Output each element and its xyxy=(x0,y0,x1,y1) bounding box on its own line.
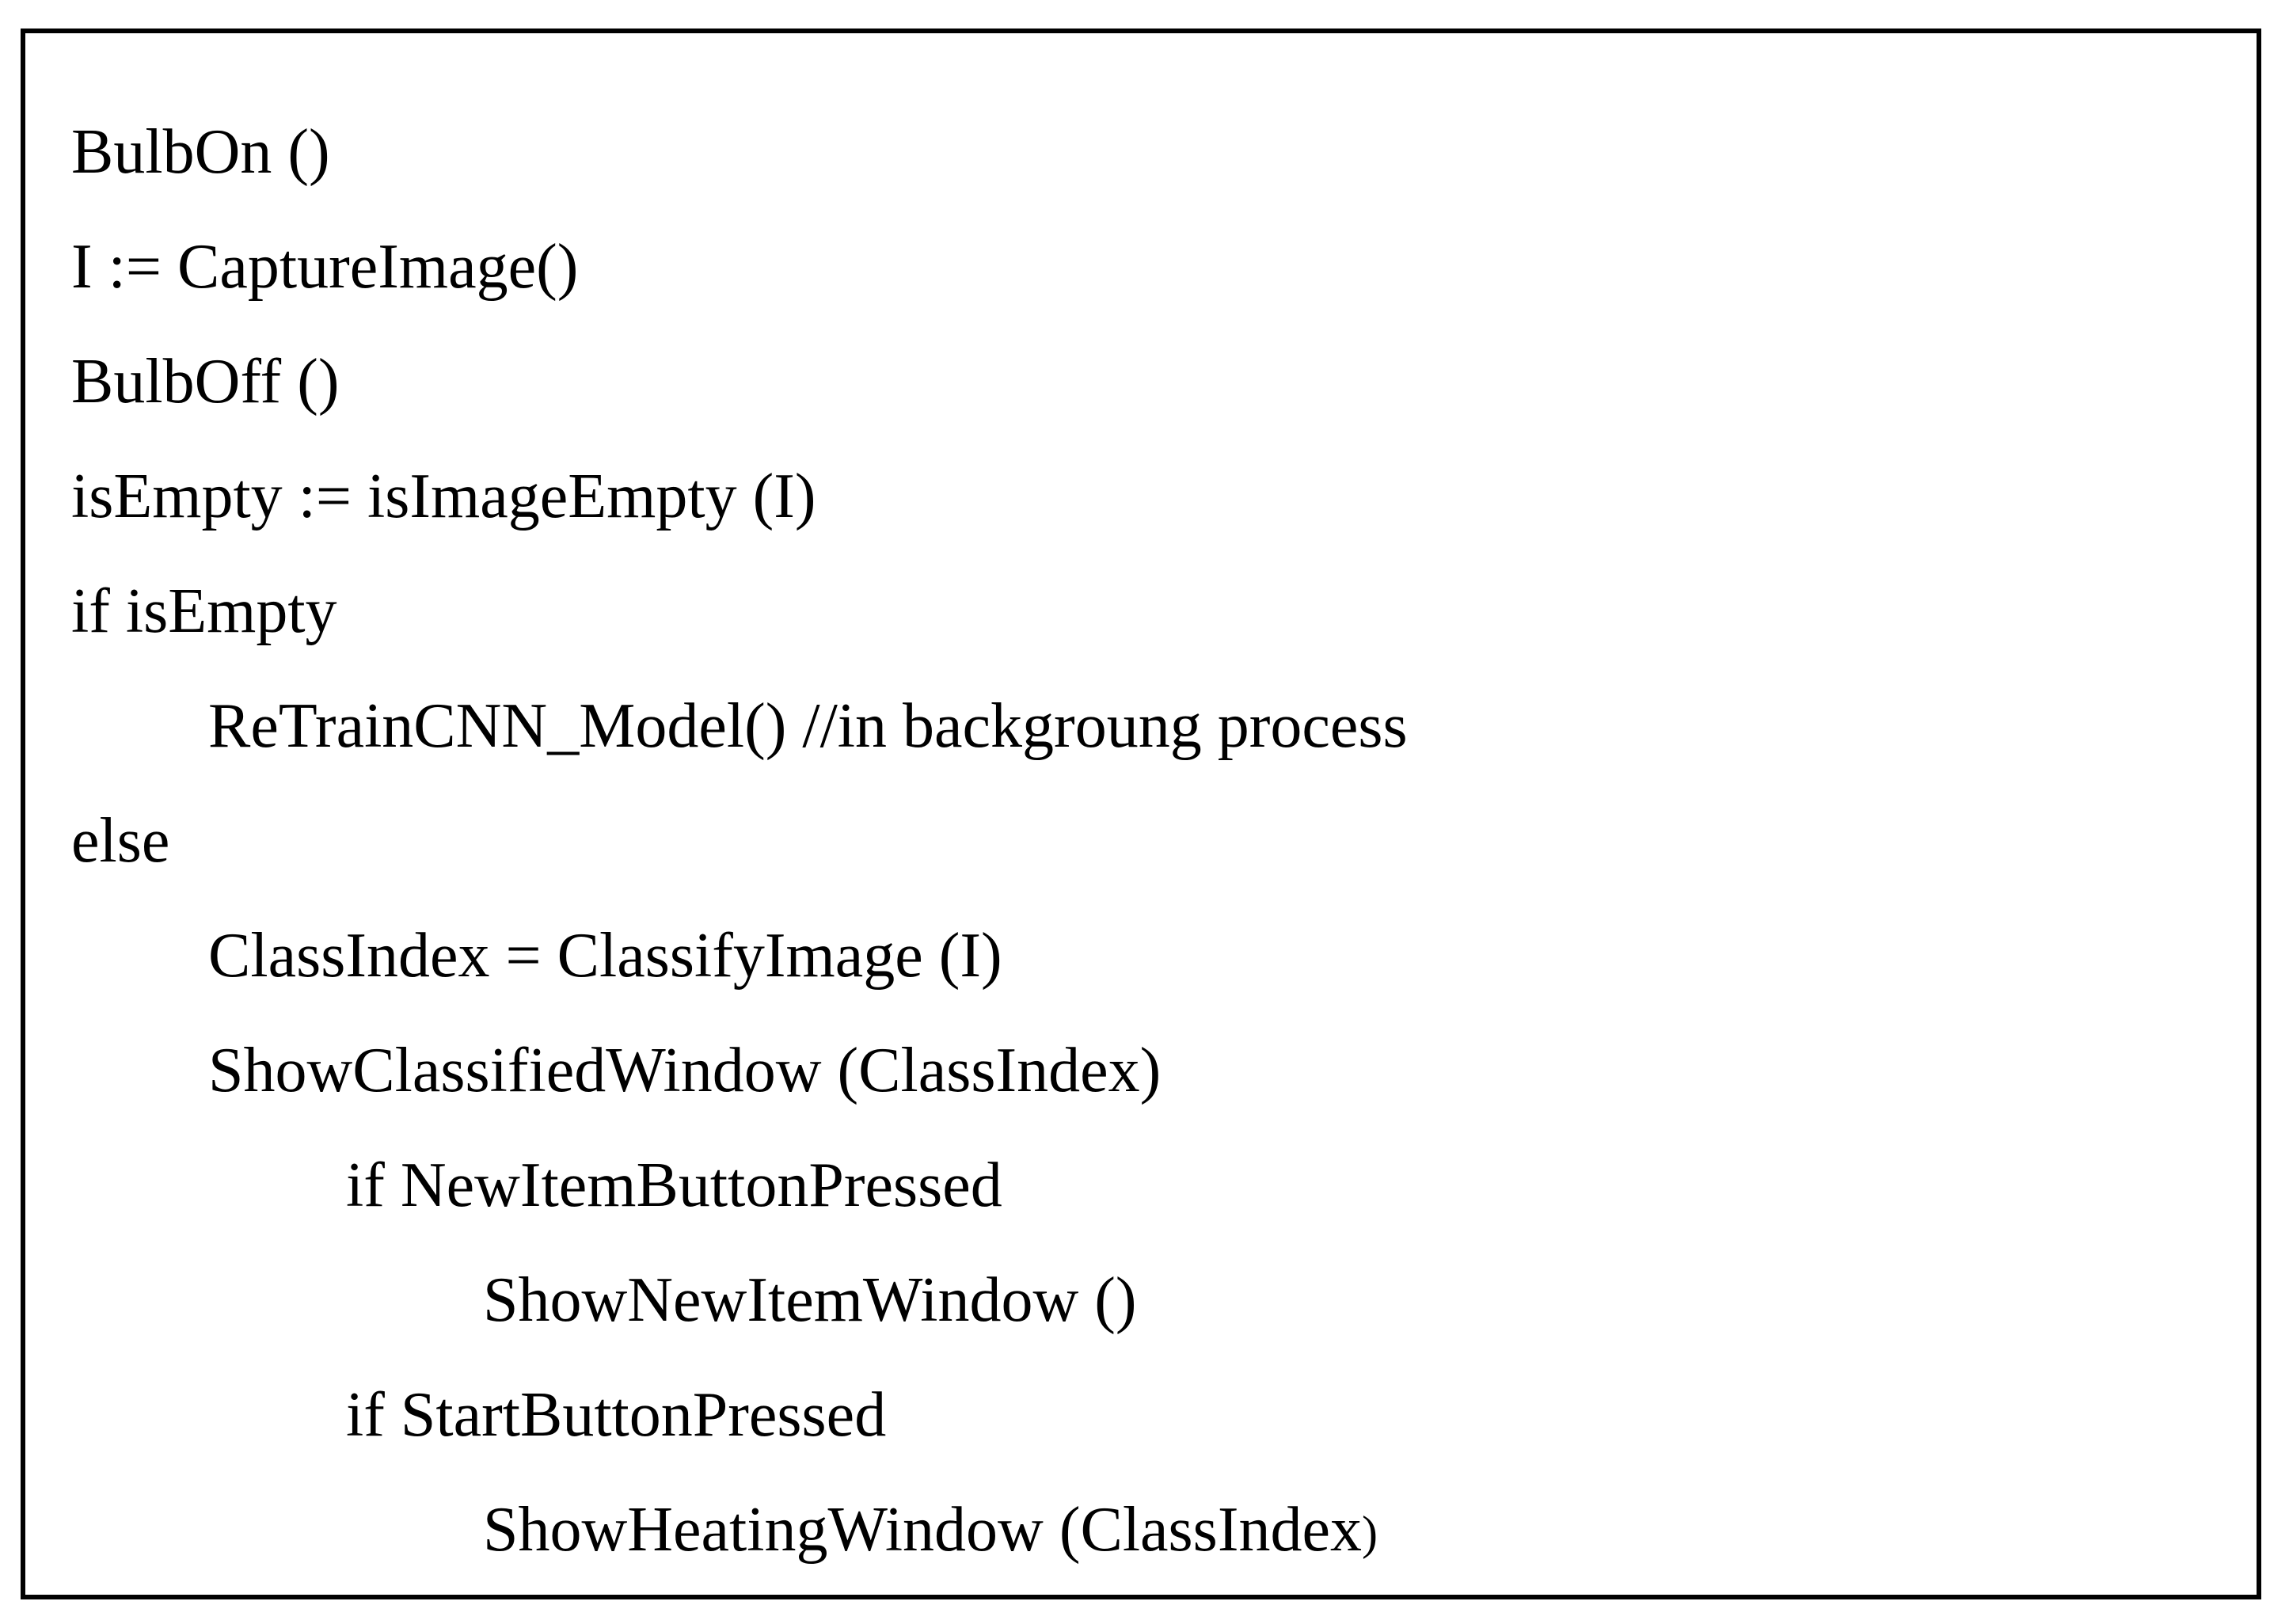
pseudocode-line: ShowNewItemWindow () xyxy=(483,1268,1137,1332)
pseudocode-line-text: ReTrainCNN_Model() //in backgroung proce… xyxy=(208,691,1408,761)
pseudocode-line-text: BulbOff () xyxy=(71,347,340,416)
pseudocode-line-text: if StartButtonPressed xyxy=(346,1380,887,1450)
pseudocode-line-text: I := CaptureImage() xyxy=(71,232,579,302)
pseudocode-line: ShowClassifiedWindow (ClassIndex) xyxy=(208,1039,1161,1102)
pseudocode-line: else xyxy=(71,809,169,873)
pseudocode-line: I := CaptureImage() xyxy=(71,235,578,299)
pseudocode-line: BulbOn () xyxy=(71,120,330,184)
pseudocode-line-text: ShowHeatingWindow (ClassIndex xyxy=(483,1495,1362,1565)
pseudocode-line: if isEmpty xyxy=(71,580,337,643)
pseudocode-line: BulbOff () xyxy=(71,350,339,413)
pseudocode-line-text: else xyxy=(71,806,170,876)
pseudocode-line: ClassIndex = ClassifyImage (I) xyxy=(208,924,1002,987)
pseudocode-line-tail: ) xyxy=(1361,1507,1378,1559)
pseudocode-line: if StartButtonPressed xyxy=(346,1383,886,1447)
pseudocode-line-text: BulbOn () xyxy=(71,117,330,187)
pseudocode-line-text: if NewItemButtonPressed xyxy=(346,1150,1002,1220)
pseudocode-line-text: ClassIndex = ClassifyImage (I) xyxy=(208,921,1002,991)
pseudocode-line: ReTrainCNN_Model() //in backgroung proce… xyxy=(208,694,1408,758)
pseudocode-border-box: BulbOn () I := CaptureImage() BulbOff () is… xyxy=(21,29,2261,1599)
pseudocode-line-list: BulbOn () I := CaptureImage() BulbOff () is… xyxy=(25,33,2257,1595)
pseudocode-line-text: ShowNewItemWindow () xyxy=(483,1265,1137,1335)
pseudocode-line: if NewItemButtonPressed xyxy=(346,1154,1002,1217)
pseudocode-line-text: isEmpty := isImageEmpty (I) xyxy=(71,462,816,531)
pseudocode-line-text: if isEmpty xyxy=(71,576,337,646)
pseudocode-line: ShowHeatingWindow (ClassIndex) xyxy=(483,1498,1378,1565)
pseudocode-line-text: ShowClassifiedWindow (ClassIndex) xyxy=(208,1036,1162,1105)
pseudocode-line: isEmpty := isImageEmpty (I) xyxy=(71,465,816,528)
